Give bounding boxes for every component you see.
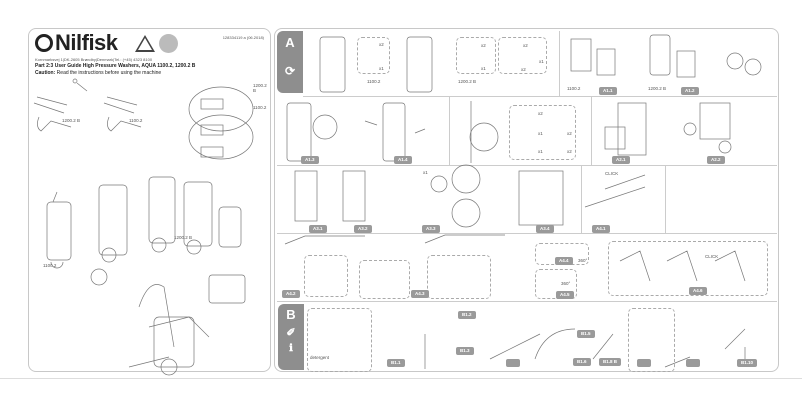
step-badge: A1.1 xyxy=(599,87,617,95)
step-badge: B1.1 xyxy=(387,359,405,367)
right-page: A⟳ B✐ℹ 1100.2 1200.2 B 1100.2 1200.2 xyxy=(274,28,779,372)
detergent-label: detergent xyxy=(310,355,330,360)
click-label: CLICK xyxy=(605,171,619,176)
assembly-illustrations xyxy=(284,34,762,369)
quantity-label: x1 xyxy=(539,59,544,64)
divider xyxy=(449,97,450,165)
section-a-letter: A xyxy=(285,35,295,50)
parts-box xyxy=(509,105,576,160)
parts-box xyxy=(498,37,547,74)
angle-label: 360° xyxy=(561,281,571,286)
quantity-label: x2 xyxy=(567,149,572,154)
info-book-icon: ℹ xyxy=(289,343,293,354)
nilfisk-logo: Nilfisk xyxy=(35,32,118,54)
section-b-tab: B ✐ ℹ xyxy=(278,304,304,370)
address: Kornmarksvej 1|DK-2605 Brøndby|Denmark|T… xyxy=(35,57,153,62)
step-badge: A2.2 xyxy=(707,156,725,164)
click-label: CLICK xyxy=(705,254,719,259)
step-badge: A4.6 xyxy=(689,287,707,295)
assembly-icon: ⟳ xyxy=(284,64,296,78)
left-page: Nilfisk 128334119 a (06.2018) Kornmarksv… xyxy=(28,28,271,376)
step-badge: A4.1 xyxy=(592,225,610,233)
section-b-letter: B xyxy=(286,307,296,322)
step-badge xyxy=(506,359,520,367)
step-badge: A1.4 xyxy=(394,156,412,164)
step-badge: B1.5 xyxy=(577,330,595,338)
spray-gun-icon: ✐ xyxy=(286,327,296,339)
quantity-label: x1 xyxy=(423,170,428,175)
divider xyxy=(581,166,582,233)
step-badge: A4.3 xyxy=(411,290,429,298)
model-label: 1100.2 xyxy=(567,86,581,91)
model-label: 1200.2 B xyxy=(458,79,477,84)
divider xyxy=(277,165,777,166)
detail-box xyxy=(427,255,491,299)
step-badge xyxy=(637,359,651,367)
warning-icon xyxy=(135,35,155,52)
angle-label: 360° xyxy=(578,258,588,263)
label-nozzle-1200: 1200.2 B xyxy=(62,118,81,123)
divider xyxy=(303,96,777,97)
parts-illustration xyxy=(33,78,254,376)
brand-name: Nilfisk xyxy=(55,30,118,55)
step-badge: A4.4 xyxy=(555,257,573,265)
step-badge: A3.2 xyxy=(354,225,372,233)
divider xyxy=(277,301,777,302)
step-badge: B1.3 xyxy=(456,347,474,355)
step-badge: B1.10 xyxy=(737,359,758,367)
detail-box xyxy=(608,241,768,296)
step-badge: A1.2 xyxy=(681,87,699,95)
step-badge: A3.3 xyxy=(422,225,440,233)
label-accessory-1100: 1100.2 xyxy=(253,105,267,110)
label-machine-1200: 1200.2 B xyxy=(174,235,193,240)
divider xyxy=(559,31,560,96)
step-badge: B1.6 xyxy=(573,358,591,366)
step-badge xyxy=(686,359,700,367)
quantity-label: x1 xyxy=(538,149,543,154)
step-badge: A1.3 xyxy=(301,156,319,164)
label-machine-1100: 1100.2 xyxy=(43,263,57,268)
parts-box xyxy=(357,37,390,74)
step-badge: B1.2 xyxy=(458,311,476,319)
section-a-tab: A⟳ xyxy=(277,31,303,93)
parts-box xyxy=(456,37,496,74)
caution-label: Caution: xyxy=(35,70,56,76)
page-trim-line xyxy=(0,378,802,379)
read-manual-icon xyxy=(159,34,178,53)
divider xyxy=(591,97,592,165)
document-number: 128334119 a (06.2018) xyxy=(222,35,264,40)
step-badge: A3.4 xyxy=(536,225,554,233)
quantity-label: x1 xyxy=(379,66,384,71)
label-accessory-1200: 1200.2 B xyxy=(253,83,267,93)
quantity-label: x2 xyxy=(481,43,486,48)
quantity-label: x2 xyxy=(379,42,384,47)
caution-line: Caution: Read the instructions before us… xyxy=(35,70,161,76)
step-badge: A4.2 xyxy=(282,290,300,298)
detail-box xyxy=(359,260,410,299)
step-badge: A4.5 xyxy=(556,291,574,299)
step-badge: A3.1 xyxy=(309,225,327,233)
detergent-box xyxy=(307,308,372,372)
model-label: 1100.2 xyxy=(367,79,381,84)
logo-mark-icon xyxy=(35,34,53,52)
divider xyxy=(665,166,666,233)
model-label: 1200.2 B xyxy=(648,86,667,91)
quantity-label: x1 xyxy=(538,131,543,136)
quantity-label: x2 xyxy=(567,131,572,136)
quantity-label: x2 xyxy=(521,67,526,72)
detail-box xyxy=(628,308,675,372)
divider xyxy=(277,233,777,234)
detail-box xyxy=(304,255,348,297)
document-title: Part 2:3 User Guide High Pressure Washer… xyxy=(35,63,196,69)
label-nozzle-1100: 1100.2 xyxy=(129,118,143,123)
caution-text: Read the instructions before using the m… xyxy=(56,70,162,76)
quantity-label: x1 xyxy=(481,66,486,71)
step-badge: A2.1 xyxy=(612,156,630,164)
quantity-label: x2 xyxy=(538,111,543,116)
quantity-label: x2 xyxy=(523,43,528,48)
step-badge: B1.8 B xyxy=(599,358,622,366)
